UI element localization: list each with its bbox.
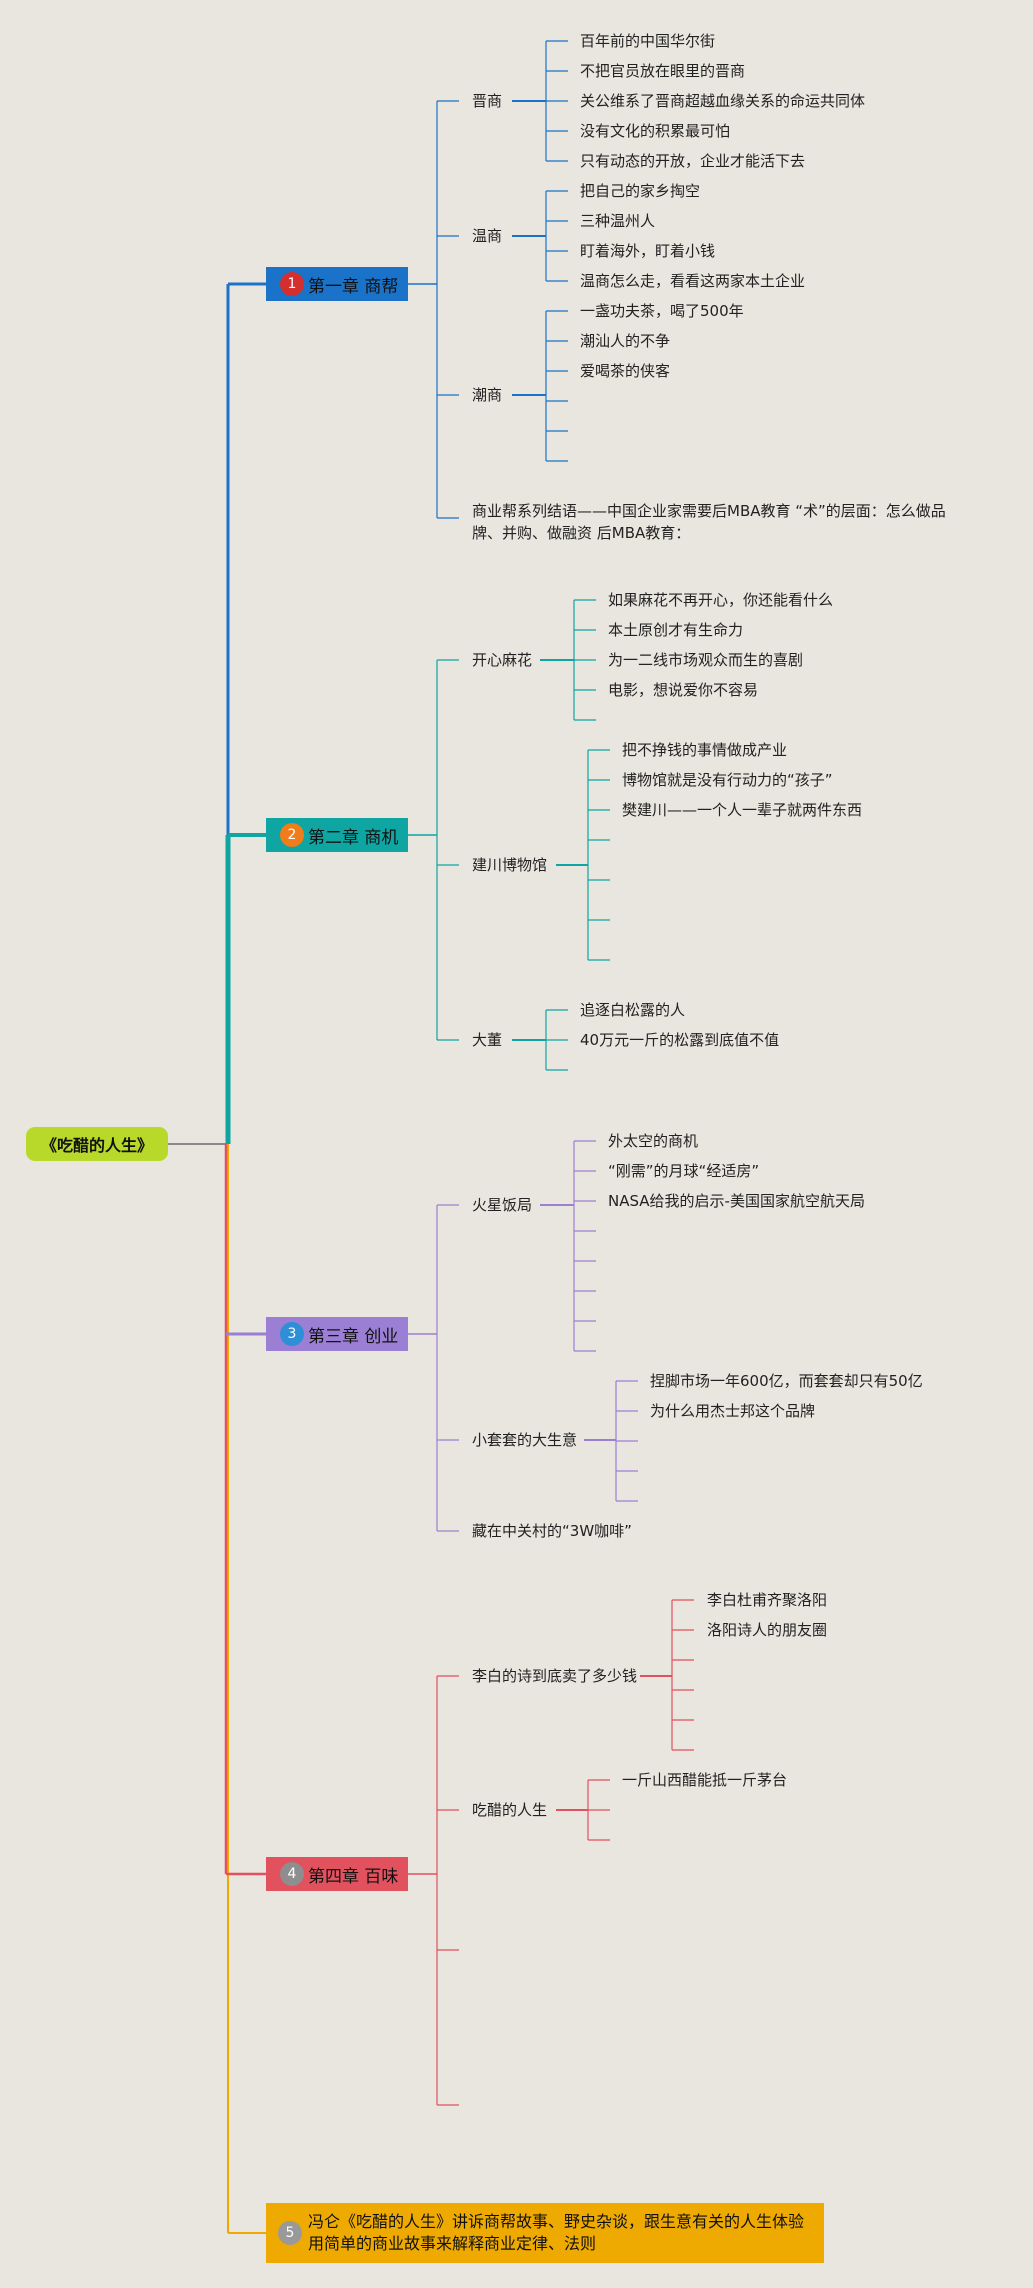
leaf[interactable]: 把自己的家乡掏空 bbox=[580, 182, 701, 200]
leaf[interactable]: 本土原创才有生命力 bbox=[608, 621, 744, 639]
leaf[interactable]: 关公维系了晋商超越血缘关系的命运共同体 bbox=[580, 92, 866, 110]
leaf[interactable]: 温商怎么走，看看这两家本土企业 bbox=[580, 272, 806, 290]
chapter-5-title: 冯仑《吃醋的人生》讲诉商帮故事、野史杂谈，跟生意有关的人生体验 用简单的商业故事… bbox=[308, 2212, 805, 2253]
topic-mars-dinner[interactable]: 火星饭局 bbox=[472, 1196, 533, 1214]
chapter-number-badge: 3 bbox=[280, 1322, 304, 1346]
topic-condom-business[interactable]: 小套套的大生意 bbox=[472, 1431, 578, 1449]
topic-jinshang[interactable]: 晋商 bbox=[472, 92, 503, 110]
topic-vinegar-life[interactable]: 吃醋的人生 bbox=[472, 1801, 548, 1819]
chapter-1-title: 第一章 商帮 bbox=[308, 276, 399, 297]
leaf[interactable]: NASA给我的启示-美国国家航空航天局 bbox=[608, 1192, 865, 1210]
leaf[interactable]: 如果麻花不再开心，你还能看什么 bbox=[608, 591, 834, 609]
chapter-3-title: 第三章 创业 bbox=[308, 1326, 399, 1347]
chapter-2-title: 第二章 商机 bbox=[308, 827, 399, 848]
topic-dadong[interactable]: 大董 bbox=[472, 1031, 503, 1049]
leaf[interactable]: 只有动态的开放，企业才能活下去 bbox=[580, 152, 806, 170]
leaf[interactable]: 一斤山西醋能抵一斤茅台 bbox=[622, 1771, 788, 1789]
chapter-4-title: 第四章 百味 bbox=[308, 1866, 399, 1887]
leaf[interactable]: 40万元一斤的松露到底值不值 bbox=[580, 1031, 780, 1049]
topic-conclusion[interactable]: 商业帮系列结语——中国企业家需要后MBA教育 “术”的层面：怎么做品牌、并购、做… bbox=[472, 502, 946, 542]
chapter-4-node[interactable]: 4 第四章 百味 bbox=[266, 1857, 408, 1891]
topic-kaixinmahua[interactable]: 开心麻花 bbox=[472, 651, 533, 669]
leaf[interactable]: 潮汕人的不争 bbox=[580, 332, 671, 350]
leaf[interactable]: 没有文化的积累最可怕 bbox=[580, 122, 731, 140]
chapter-5-node[interactable]: 5 冯仑《吃醋的人生》讲诉商帮故事、野史杂谈，跟生意有关的人生体验 用简单的商业… bbox=[266, 2203, 824, 2263]
chapter-number-badge: 5 bbox=[278, 2221, 302, 2245]
chapter-number-badge: 4 bbox=[280, 1862, 304, 1886]
chapter-3-node[interactable]: 3 第三章 创业 bbox=[266, 1317, 408, 1351]
leaf[interactable]: 为什么用杰士邦这个品牌 bbox=[650, 1402, 816, 1420]
leaf[interactable]: 把不挣钱的事情做成产业 bbox=[622, 741, 788, 759]
leaf[interactable]: 捏脚市场一年600亿，而套套却只有50亿 bbox=[650, 1372, 923, 1390]
leaf[interactable]: “刚需”的月球“经适房” bbox=[608, 1162, 760, 1180]
root-label: 《吃醋的人生》 bbox=[40, 1136, 153, 1155]
leaf[interactable]: 三种温州人 bbox=[580, 212, 656, 230]
chapter-number-badge: 2 bbox=[280, 823, 304, 847]
leaf[interactable]: 电影，想说爱你不容易 bbox=[608, 681, 759, 699]
leaf[interactable]: 追逐白松露的人 bbox=[580, 1001, 686, 1019]
chapter-number-badge: 1 bbox=[280, 272, 304, 296]
leaf[interactable]: 一盏功夫茶，喝了500年 bbox=[580, 302, 744, 320]
leaf[interactable]: 不把官员放在眼里的晋商 bbox=[580, 62, 746, 80]
topic-libai-poems[interactable]: 李白的诗到底卖了多少钱 bbox=[472, 1667, 638, 1685]
leaf[interactable]: 李白杜甫齐聚洛阳 bbox=[707, 1591, 828, 1609]
leaf[interactable]: 樊建川——一个人一辈子就两件东西 bbox=[622, 801, 863, 819]
leaf[interactable]: 百年前的中国华尔街 bbox=[580, 32, 716, 50]
leaf[interactable]: 洛阳诗人的朋友圈 bbox=[707, 1621, 828, 1639]
topic-3w-coffee[interactable]: 藏在中关村的“3W咖啡” bbox=[472, 1522, 632, 1540]
leaf[interactable]: 外太空的商机 bbox=[608, 1132, 699, 1150]
topic-jianchuan-museum[interactable]: 建川博物馆 bbox=[472, 856, 548, 874]
leaf[interactable]: 盯着海外，盯着小钱 bbox=[580, 242, 716, 260]
leaf[interactable]: 爱喝茶的侠客 bbox=[580, 362, 671, 380]
root-node[interactable]: 《吃醋的人生》 bbox=[26, 1127, 168, 1161]
topic-wenshang[interactable]: 温商 bbox=[472, 227, 503, 245]
topic-chaoshang[interactable]: 潮商 bbox=[472, 386, 503, 404]
chapter-2-node[interactable]: 2 第二章 商机 bbox=[266, 818, 408, 852]
chapter-1-node[interactable]: 1 第一章 商帮 bbox=[266, 267, 408, 301]
leaf[interactable]: 博物馆就是没有行动力的“孩子” bbox=[622, 771, 833, 789]
leaf[interactable]: 为一二线市场观众而生的喜剧 bbox=[608, 651, 804, 669]
